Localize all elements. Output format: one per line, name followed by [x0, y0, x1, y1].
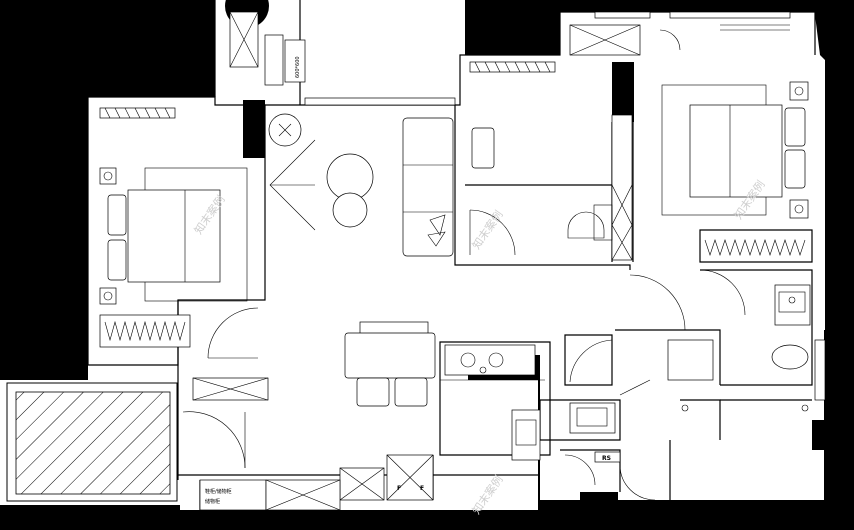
- cabinet-label-1: 鞋柜/储物柜: [205, 488, 232, 495]
- balcony: [6, 382, 178, 502]
- dining-table: [344, 332, 436, 379]
- pillow-mid: [471, 127, 495, 169]
- left-bedroom: [99, 167, 259, 359]
- shower-code: RS: [602, 455, 611, 462]
- entry-cabinets: 600*600: [229, 11, 456, 106]
- stove: [444, 344, 536, 376]
- middle-room: [469, 114, 633, 261]
- pillow-master-2: [784, 149, 806, 189]
- basin-master: [774, 284, 811, 326]
- wardrobe-left: [99, 314, 191, 348]
- pillow-left-2: [107, 239, 127, 281]
- cabinet-label-2: 储物柜: [205, 498, 220, 505]
- bed-left: [127, 189, 221, 283]
- nightstand-left-1: [99, 167, 117, 185]
- master-bedroom: [569, 24, 809, 256]
- toilet-master: [771, 344, 809, 370]
- rug-round-small: [332, 192, 368, 228]
- fridge-code-2: F: [420, 485, 424, 492]
- fridge: [284, 39, 306, 83]
- dining-chair-2: [394, 377, 428, 407]
- sofa: [402, 117, 454, 257]
- living-room: [268, 113, 454, 257]
- dining-chair-1: [356, 377, 390, 407]
- kitchen-sink: [511, 409, 541, 461]
- bottom-storage: 鞋柜/储物柜 储物柜: [182, 377, 341, 511]
- kitchen: F F: [339, 344, 545, 501]
- fridge-code-1: F: [397, 485, 401, 492]
- pillow-left-1: [107, 194, 127, 236]
- windows: [99, 11, 826, 401]
- dining-area: [344, 321, 436, 407]
- nightstand-left-2: [99, 287, 117, 305]
- pillow-master-1: [784, 107, 806, 147]
- bathrooms: RS: [564, 269, 811, 501]
- bed-master: [689, 104, 783, 198]
- fridge-size-label: 600*600: [295, 56, 301, 78]
